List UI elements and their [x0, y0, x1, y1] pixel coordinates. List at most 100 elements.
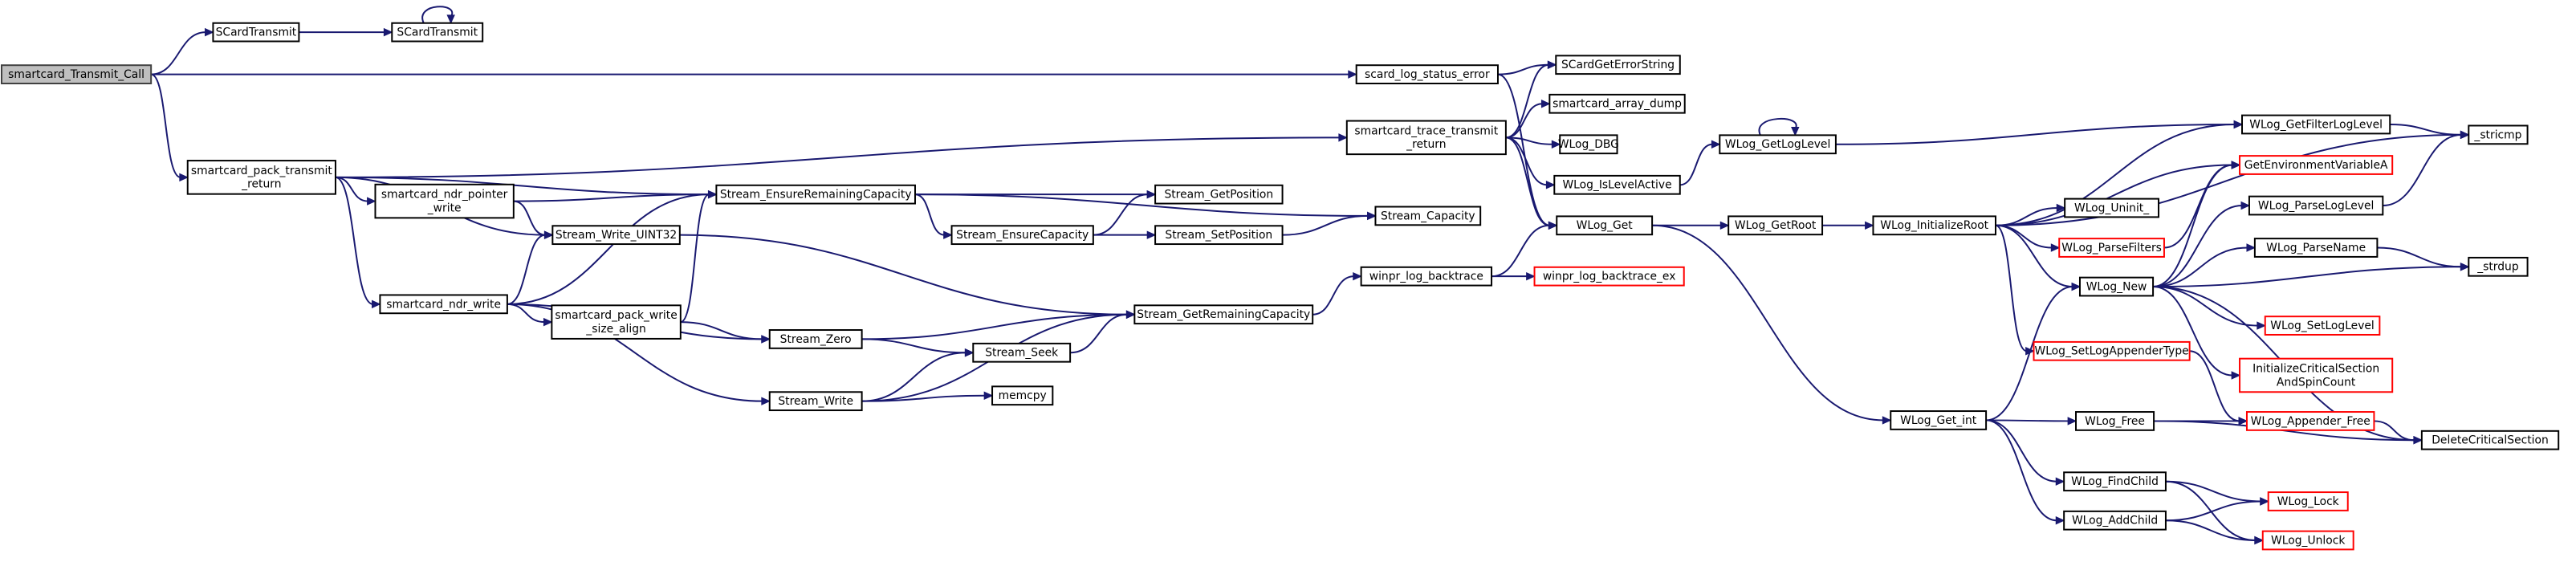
edge-smartcard-pack-write-size-align-to-stream-ensureremainingcapacity — [680, 189, 718, 324]
node-getenvironmentvariablea[interactable]: GetEnvironmentVariableA — [2239, 155, 2394, 175]
node-label: WLog_DBG — [1558, 138, 1619, 151]
node-scardtransmit-2[interactable]: SCardTransmit — [391, 22, 484, 43]
node-wlog-findchild[interactable]: WLog_FindChild — [2063, 471, 2167, 492]
node-winpr-log-backtrace[interactable]: winpr_log_backtrace — [1360, 266, 1493, 287]
node-label: _size_align — [585, 323, 646, 336]
node-deletecriticalsection[interactable]: DeleteCriticalSection — [2420, 430, 2560, 450]
node-smartcard-pack-transmit-return[interactable]: smartcard_pack_transmit_return — [186, 160, 336, 195]
node-wlog-getfilterloglevel[interactable]: WLog_GetFilterLogLevel — [2241, 114, 2391, 135]
node-wlog-parseloglevel[interactable]: WLog_ParseLogLevel — [2248, 195, 2384, 216]
node-strdup[interactable]: _strdup — [2468, 256, 2529, 277]
node-wlog-addchild[interactable]: WLog_AddChild — [2063, 510, 2167, 531]
node-label: winpr_log_backtrace — [1369, 271, 1483, 283]
node-stream-write-uint32[interactable]: Stream_Write_UINT32 — [551, 225, 681, 246]
node-label: Stream_SetPosition — [1165, 229, 1272, 242]
edge-stream-ensurecapacity-to-stream-setposition — [1093, 230, 1157, 239]
node-label: WLog_Unlock — [2271, 534, 2345, 547]
node-label: smartcard_pack_write — [555, 309, 677, 322]
node-label: WLog_ParseLogLevel — [2258, 199, 2374, 212]
edge-smartcard-trace-transmit-return-to-smartcard-array-dump — [1505, 100, 1551, 139]
node-wlog-lock[interactable]: WLog_Lock — [2267, 491, 2349, 511]
edge-stream-seek-to-stream-getremainingcapacity — [1070, 310, 1136, 354]
node-label: WLog_InitializeRoot — [1880, 219, 1988, 232]
edge-wlog-get-int-to-wlog-new — [1986, 282, 2082, 422]
node-wlog-islevelactive[interactable]: WLog_IsLevelActive — [1553, 174, 1681, 195]
node-label: Stream_EnsureRemainingCapacity — [720, 189, 912, 202]
edge-wlog-setlogappendertype-to-wlog-appender-free — [2189, 350, 2248, 426]
node-label: WLog_Lock — [2277, 495, 2339, 508]
node-wlog-unlock[interactable]: WLog_Unlock — [2261, 530, 2354, 551]
node-wlog-get-int[interactable]: WLog_Get_int — [1890, 410, 1988, 430]
edge-smartcard-ndr-write-to-stream-write-uint32 — [507, 230, 554, 305]
edge-stream-setposition-to-stream-capacity — [1282, 211, 1377, 236]
node-wlog-get[interactable]: WLog_Get — [1556, 215, 1654, 236]
node-smartcard-array-dump[interactable]: smartcard_array_dump — [1548, 93, 1686, 114]
node-label: smartcard_trace_transmit — [1354, 124, 1498, 137]
node-wlog-getroot[interactable]: WLog_GetRoot — [1728, 215, 1824, 236]
node-scardgeterrorstring[interactable]: SCardGetErrorString — [1555, 55, 1681, 75]
node-label: WLog_SetLogLevel — [2270, 320, 2375, 332]
node-label: WLog_GetRoot — [1735, 219, 1817, 232]
edge-smartcard-transmit-call-to-smartcard-pack-transmit-return — [150, 73, 189, 182]
edge-winpr-log-backtrace-to-wlog-get — [1491, 221, 1558, 278]
edge-wlog-initializeroot-to-wlog-setlogappendertype — [1995, 224, 2035, 356]
node-label: WLog_GetLogLevel — [1725, 138, 1830, 151]
node-label: smartcard_pack_transmit — [191, 165, 332, 177]
node-wlog-setloglevel[interactable]: WLog_SetLogLevel — [2264, 316, 2381, 336]
edge-winpr-log-backtrace-to-winpr-log-backtrace-ex — [1491, 271, 1536, 281]
edge-smartcard-trace-transmit-return-to-wlog-islevelactive — [1505, 136, 1556, 189]
node-stream-getremainingcapacity[interactable]: Stream_GetRemainingCapacity — [1133, 304, 1314, 325]
node-wlog-parsefilters[interactable]: WLog_ParseFilters — [2058, 238, 2165, 258]
node-smartcard-pack-write-size-align[interactable]: smartcard_pack_write_size_align — [551, 304, 682, 340]
node-stream-ensureremainingcapacity[interactable]: Stream_EnsureRemainingCapacity — [715, 184, 916, 205]
edge-stream-getremainingcapacity-to-winpr-log-backtrace — [1312, 271, 1362, 316]
node-label: _strdup — [2476, 261, 2519, 274]
node-wlog-uninit[interactable]: WLog_Uninit_ — [2064, 198, 2160, 218]
node-smartcard-ndr-pointer-write[interactable]: smartcard_ndr_pointer_write — [374, 183, 515, 219]
node-wlog-free[interactable]: WLog_Free — [2075, 411, 2155, 431]
edges-layer — [150, 6, 2470, 545]
node-label: WLog_Appender_Free — [2251, 415, 2370, 428]
node-smartcard-ndr-write[interactable]: smartcard_ndr_write — [379, 294, 508, 315]
node-scardtransmit-1[interactable]: SCardTransmit — [212, 22, 300, 43]
node-wlog-dbg[interactable]: WLog_DBG — [1558, 134, 1619, 155]
node-label: InitializeCriticalSection — [2252, 363, 2379, 376]
edge-wlog-get-int-to-wlog-free — [1986, 417, 2077, 426]
node-memcpy[interactable]: memcpy — [991, 385, 1054, 406]
node-label: scard_log_status_error — [1365, 68, 1490, 81]
edge-smartcard-trace-transmit-return-to-scardgeterrorstring — [1505, 60, 1557, 139]
node-stream-capacity[interactable]: Stream_Capacity — [1374, 206, 1482, 226]
edge-scard-log-status-error-to-wlog-get — [1497, 73, 1558, 230]
node-smartcard-trace-transmit-return[interactable]: smartcard_trace_transmit_return — [1345, 120, 1507, 156]
node-label: WLog_ParseFilters — [2061, 242, 2162, 255]
node-wlog-appender-free[interactable]: WLog_Appender_Free — [2245, 411, 2375, 431]
node-stream-write[interactable]: Stream_Write — [768, 391, 863, 412]
node-stream-setposition[interactable]: Stream_SetPosition — [1154, 225, 1284, 246]
node-wlog-getloglevel[interactable]: WLog_GetLogLevel — [1719, 134, 1837, 155]
edge-smartcard-trace-transmit-return-to-wlog-dbg — [1505, 136, 1561, 149]
node-stream-getposition[interactable]: Stream_GetPosition — [1154, 184, 1284, 205]
node-label: smartcard_ndr_write — [386, 298, 501, 311]
node-winpr-log-backtrace-ex[interactable]: winpr_log_backtrace_ex — [1533, 266, 1685, 287]
node-stream-seek[interactable]: Stream_Seek — [972, 342, 1072, 363]
edge-wlog-parseloglevel-to-stricmp — [2383, 130, 2470, 207]
edge-wlog-new-to-getenvironmentvariablea — [2153, 161, 2241, 288]
node-stricmp[interactable]: _stricmp — [2468, 124, 2529, 145]
node-wlog-parsename[interactable]: WLog_ParseName — [2253, 238, 2379, 258]
node-stream-ensurecapacity[interactable]: Stream_EnsureCapacity — [950, 225, 1094, 246]
node-label: DeleteCriticalSection — [2432, 434, 2549, 447]
node-label: WLog_GetFilterLogLevel — [2249, 118, 2383, 131]
node-scard-log-status-error[interactable]: scard_log_status_error — [1355, 64, 1499, 84]
node-wlog-setlogappendertype[interactable]: WLog_SetLogAppenderType — [2033, 340, 2191, 361]
edge-wlog-getloglevel-to-wlog-getloglevel — [1758, 117, 1800, 136]
node-stream-zero[interactable]: Stream_Zero — [768, 329, 863, 349]
node-wlog-initializeroot[interactable]: WLog_InitializeRoot — [1872, 215, 1996, 236]
node-smartcard-transmit-call[interactable]: smartcard_Transmit_Call — [0, 64, 153, 84]
node-label: smartcard_ndr_pointer — [381, 189, 508, 202]
edge-wlog-findchild-to-wlog-unlock — [2165, 480, 2264, 545]
node-label: WLog_Get_int — [1900, 414, 1977, 427]
node-wlog-new[interactable]: WLog_New — [2078, 276, 2155, 297]
